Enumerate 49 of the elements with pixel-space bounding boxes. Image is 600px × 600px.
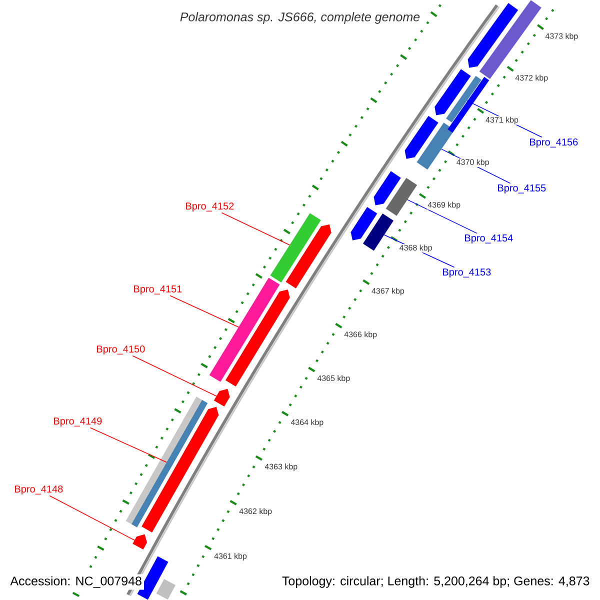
leader-line [221,212,290,246]
gene-label: Bpro_4148 [15,485,63,495]
scale-label: 4361 kbp [214,552,248,561]
leader-line [406,199,478,234]
scale-label: 4364 kbp [290,418,324,428]
gene-bar [131,400,208,528]
gene-bar [446,76,482,122]
gene-label: Bpro_4150 [97,345,145,355]
gene-bar [416,122,454,170]
gene-bar [270,213,321,283]
leader-line [49,495,135,541]
leader-line [132,355,217,397]
gene-bar [386,178,418,216]
gene-block [468,2,518,68]
gene-block [350,206,378,240]
scale-label: 4371 kbp [485,116,519,125]
scale-label: 4370 kbp [456,158,490,168]
accession-text: Accession: NC_007948 [8,574,144,590]
gene-label: Bpro_4153 [443,268,491,278]
gene-block [434,69,471,116]
gene-bar [362,213,394,251]
scale-label: 4366 kbp [344,330,378,340]
scale-label: 4362 kbp [238,508,273,516]
gene-label: Bpro_4152 [186,202,234,212]
gene-block [132,534,148,550]
gene-label: Bpro_4149 [54,417,102,427]
scale-label: 4369 kbp [427,201,462,210]
scale-label: 4363 kbp [264,463,298,472]
gene-bar [156,578,176,600]
scale-label: 4367 kbp [371,287,405,296]
gene-block [404,116,438,159]
gene-label: Bpro_4151 [134,286,182,294]
gene-block [214,388,230,407]
leader-line [170,295,239,328]
title: Polaromonas sp. JS666, complete genome [178,10,422,26]
gene-label: Bpro_4154 [465,234,513,244]
scale-label: 4368 kbp [398,244,433,253]
scale-label: 4372 kbp [514,74,549,83]
gene-block [142,406,219,532]
gene-block [286,224,332,288]
scale-label: 4365 kbp [316,374,351,384]
gene-label: Bpro_4156 [530,138,578,148]
leader-line [90,427,167,463]
genome-info-text: Topology: circular; Length: 5,200,264 bp; Genes: 4,873 [280,574,592,590]
gene-label: Bpro_4155 [498,184,546,194]
gene-bar [209,278,280,382]
gene-block [225,289,290,387]
gene-block [374,171,401,206]
gene-bar [126,396,202,524]
